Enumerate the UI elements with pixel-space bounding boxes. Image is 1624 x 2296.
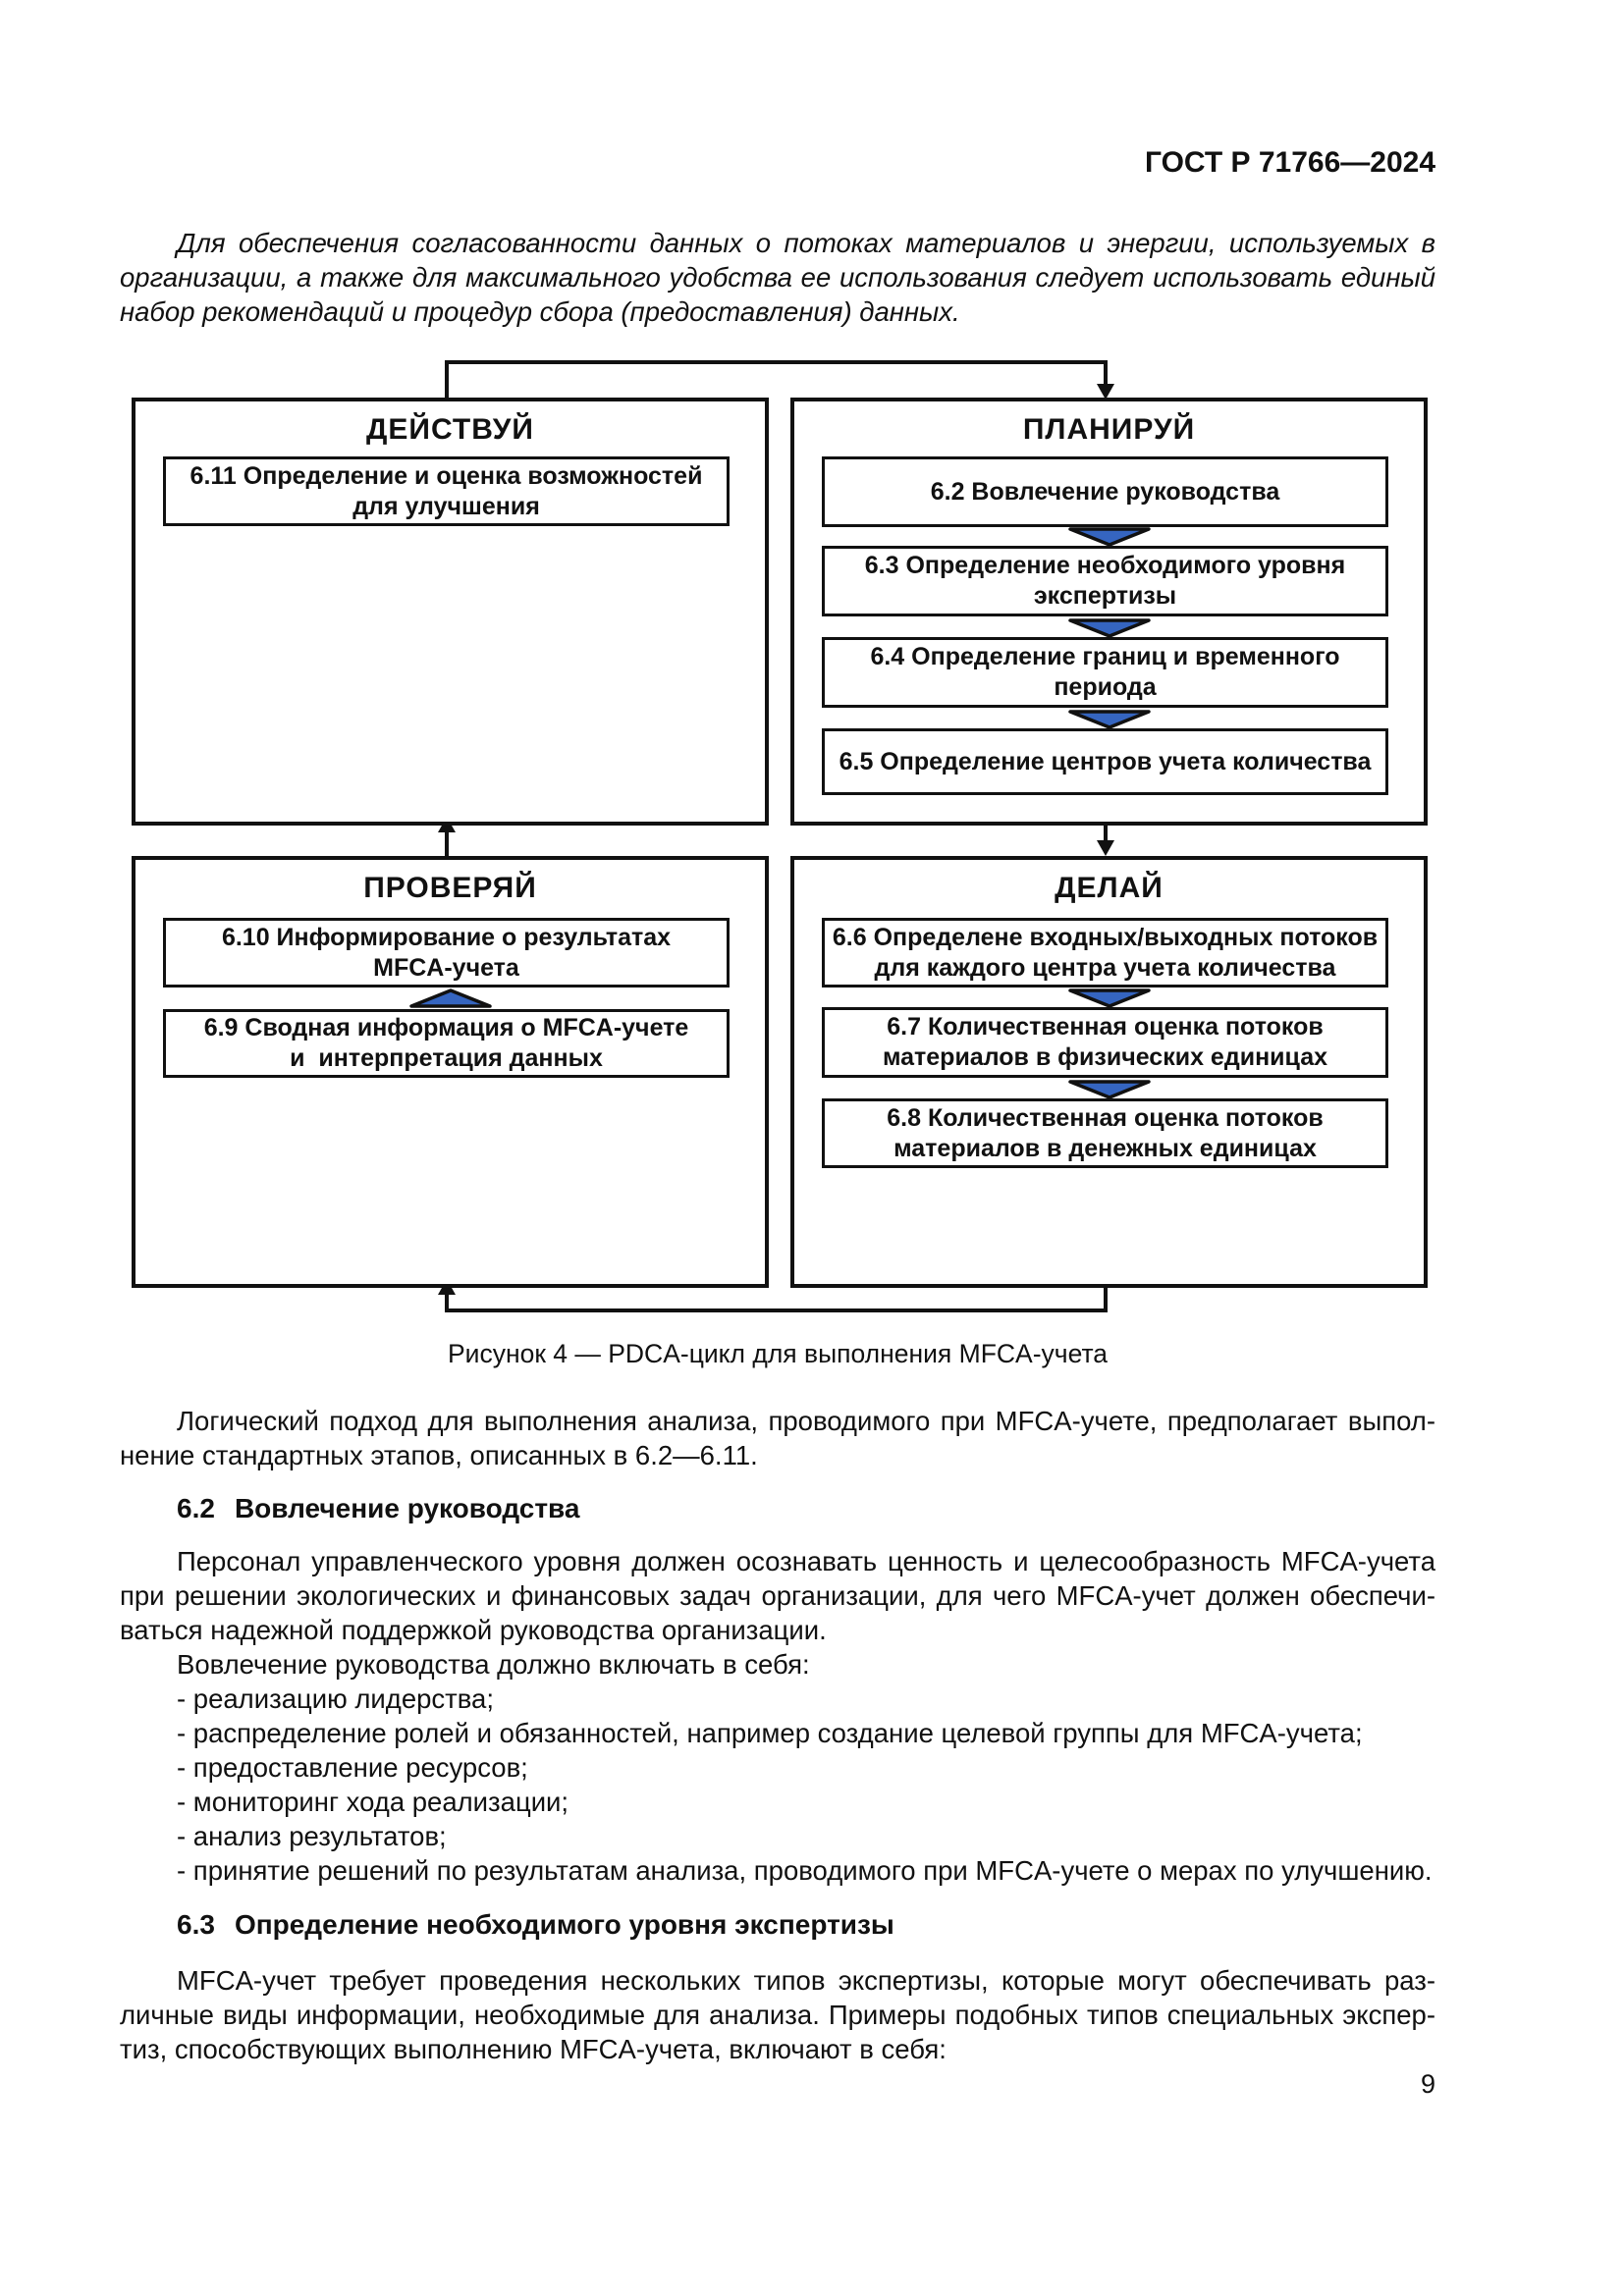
arrowhead-down-icon xyxy=(1097,840,1114,856)
figure-caption: Рисунок 4 — PDCA-цикл для выполнения MFC… xyxy=(447,1339,1109,1368)
step-box-6-3: 6.3 Определение необходимого уровня эксп… xyxy=(822,546,1388,616)
connector-act-top-line xyxy=(445,360,449,398)
step-text: 6.3 Определение необходимого уровня xyxy=(864,552,1346,579)
step-text: для каждого центра учета количества xyxy=(874,953,1336,982)
step-text: материалов в физических единицах xyxy=(882,1043,1328,1071)
step-text: и интерпретация данных xyxy=(290,1044,603,1072)
step-box-6-5: 6.5 Определение центров учета количества xyxy=(822,728,1388,795)
step-box-6-7: 6.7 Количественная оценка потоков матери… xyxy=(822,1007,1388,1078)
step-text: 6.4 Определение границ и временного xyxy=(870,643,1340,670)
section-heading-6-3: 6.3 Определение необходимого уровня экспе… xyxy=(177,1909,894,1941)
quadrant-check: ПРОВЕРЯЙ 6.10 Информирование о результат… xyxy=(132,856,769,1288)
text-line: организации, а также для максимального у… xyxy=(120,262,1435,293)
flow-arrow-down-icon xyxy=(1067,527,1151,547)
text-line: набор рекомендаций и процедур сбора (пре… xyxy=(120,296,960,327)
text-line: нение стандартных этапов, описанных в 6.… xyxy=(120,1440,758,1470)
step-text: материалов в денежных единицах xyxy=(893,1134,1317,1162)
list-item: - анализ результатов; xyxy=(177,1821,447,1851)
flow-arrow-down-icon xyxy=(1067,1080,1151,1099)
flow-arrow-down-icon xyxy=(1067,618,1151,638)
connector-check-to-act-line xyxy=(445,830,449,856)
text-line: MFCA-учет требует проведения нескольких … xyxy=(177,1965,1435,1996)
section-number: 6.2 xyxy=(177,1493,215,1523)
connector-top-horizontal-line xyxy=(445,360,1108,364)
list-item: - мониторинг хода реализации; xyxy=(177,1787,569,1817)
text-line: Вовлечение руководства должно включать в… xyxy=(177,1649,810,1680)
section-number: 6.3 xyxy=(177,1909,215,1940)
paragraph-after-figure: Логический подход для выполнения анализа… xyxy=(120,1404,1435,1472)
step-text: 6.8 Количественная оценка потоков xyxy=(887,1103,1324,1132)
doc-number: ГОСТ Р 71766—2024 xyxy=(1144,146,1435,179)
connector-to-check-line xyxy=(445,1295,449,1308)
text-line: при решении экологических и финансовых з… xyxy=(120,1580,1435,1611)
text-line: Логический подход для выполнения анализа… xyxy=(177,1406,1435,1436)
quadrant-act-title: ДЕЙСТВУЙ xyxy=(366,413,534,446)
connector-bottom-horizontal-line xyxy=(445,1308,1108,1312)
list-item: - распределение ролей и обязанностей, на… xyxy=(177,1718,1363,1748)
step-box-6-8: 6.8 Количественная оценка потоков матери… xyxy=(822,1098,1388,1168)
section-6-2-body: Персонал управленческого уровня должен о… xyxy=(120,1544,1435,1888)
step-text: MFCA-учета xyxy=(373,953,519,982)
list-item: - реализацию лидерства; xyxy=(177,1683,494,1714)
step-box-6-11: 6.11 Определение и оценка возможностей д… xyxy=(163,456,730,526)
list-item: - предоставление ресурсов; xyxy=(177,1752,528,1783)
quadrant-plan: ПЛАНИРУЙ 6.2 Вовлечение руководства 6.3 … xyxy=(790,398,1428,826)
text-line: тиз, способствующих выполнению MFCA-учет… xyxy=(120,2034,947,2064)
step-text: экспертизы xyxy=(1033,582,1177,610)
section-heading-6-2: 6.2 Вовлечение руководства xyxy=(177,1493,579,1524)
quadrant-check-title: ПРОВЕРЯЙ xyxy=(363,872,537,904)
list-item: - принятие решений по результатам анализ… xyxy=(177,1855,1433,1886)
connector-to-plan-line xyxy=(1104,360,1108,386)
step-text: 6.6 Определене входных/выходных потоков xyxy=(832,923,1379,951)
text-line: личные виды информации, необходимые для … xyxy=(120,2000,1435,2030)
page-number: 9 xyxy=(1420,2069,1435,2099)
flow-arrow-up-icon xyxy=(408,988,492,1008)
quadrant-do-title: ДЕЛАЙ xyxy=(1055,872,1164,904)
flow-arrow-down-icon xyxy=(1067,710,1151,729)
section-title: Вовлечение руководства xyxy=(234,1493,580,1523)
text-line: ваться надежной поддержкой руководства о… xyxy=(120,1615,827,1645)
quadrant-act: ДЕЙСТВУЙ 6.11 Определение и оценка возмо… xyxy=(132,398,769,826)
connector-do-bottom-line xyxy=(1104,1279,1108,1312)
step-text: для улучшения xyxy=(352,492,540,520)
text-line: Для обеспечения согласованности данных о… xyxy=(177,228,1435,258)
intro-paragraph: Для обеспечения согласованности данных о… xyxy=(120,226,1435,329)
step-box-6-6: 6.6 Определене входных/выходных потоков … xyxy=(822,918,1388,988)
flow-arrow-down-icon xyxy=(1067,988,1151,1008)
step-text: 6.10 Информирование о результатах xyxy=(221,923,672,951)
step-box-6-2: 6.2 Вовлечение руководства xyxy=(822,456,1388,527)
quadrant-plan-title: ПЛАНИРУЙ xyxy=(1022,413,1196,446)
step-text: 6.2 Вовлечение руководства xyxy=(930,477,1280,506)
step-text: 6.5 Определение центров учета количества xyxy=(839,747,1372,775)
section-6-3-body: MFCA-учет требует проведения нескольких … xyxy=(120,1963,1435,2066)
quadrant-do: ДЕЛАЙ 6.6 Определене входных/выходных по… xyxy=(790,856,1428,1288)
arrowhead-down-icon xyxy=(1097,384,1114,400)
step-text: 6.11 Определение и оценка возможностей xyxy=(189,461,703,490)
section-title: Определение необходимого уровня эксперти… xyxy=(234,1909,894,1940)
step-text: 6.9 Сводная информация о MFCA-учете xyxy=(203,1014,689,1041)
step-text: периода xyxy=(1054,673,1157,701)
connector-plan-to-do-line xyxy=(1104,817,1108,842)
step-box-6-4: 6.4 Определение границ и временного пери… xyxy=(822,637,1388,708)
step-box-6-9: 6.9 Сводная информация о MFCA-учете и ин… xyxy=(163,1009,730,1078)
text-line: Персонал управленческого уровня должен о… xyxy=(177,1546,1435,1576)
step-box-6-10: 6.10 Информирование о результатах MFCA-у… xyxy=(163,918,730,988)
step-text: 6.7 Количественная оценка потоков xyxy=(887,1013,1324,1041)
